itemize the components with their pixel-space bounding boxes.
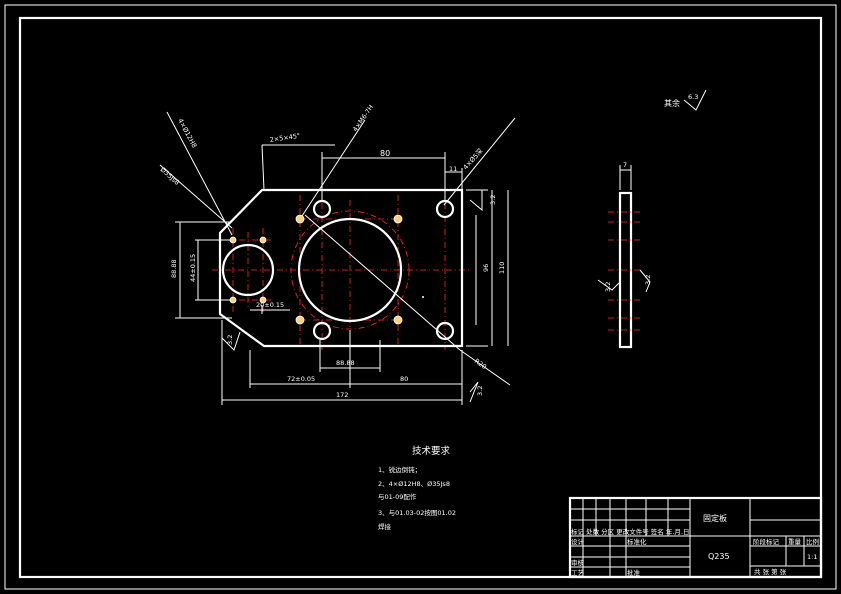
tech-req-line-4: 3、与01.03-02按图01.02 bbox=[378, 508, 456, 517]
dim-overall-width: 172 bbox=[336, 391, 348, 399]
plate-side-view bbox=[597, 165, 651, 349]
title-row4: 工艺 bbox=[571, 569, 585, 577]
note-left-hole: Ø35Js8 bbox=[159, 166, 181, 187]
title-row2-mid: 标准化 bbox=[627, 537, 647, 546]
note-hole-diag: 4×Ø12H8 bbox=[176, 117, 198, 149]
dim-chamfer: 2×5×45° bbox=[269, 132, 301, 144]
dim-mid-small: 20±0.15 bbox=[256, 301, 284, 309]
title-row2: 设计 bbox=[571, 537, 585, 546]
dim-bottom-left: 72±0.05 bbox=[287, 375, 315, 383]
dim-bottom-right: 80 bbox=[400, 375, 408, 383]
tech-req-line-1: 1、锐边倒钝； bbox=[378, 465, 421, 474]
sheet-border-outer bbox=[4, 4, 837, 590]
tech-req-line-3: 与01-09配作 bbox=[378, 492, 417, 501]
weight-label: 重量 bbox=[788, 538, 802, 546]
plate-front-view bbox=[159, 89, 707, 405]
roughness-rest-label: 其余 bbox=[664, 98, 680, 108]
part-name: 固定板 bbox=[703, 513, 727, 523]
stage-label: 阶段标记 bbox=[753, 537, 780, 546]
side-roughness-right: 3.2 bbox=[644, 275, 652, 285]
dim-side-top: 7 bbox=[623, 161, 627, 169]
dim-top-span: 80 bbox=[380, 149, 390, 158]
material: Q235 bbox=[708, 552, 730, 561]
tech-req-line-2: 2、4×Ø12H8、Ø35Js8 bbox=[378, 480, 450, 488]
note-hole-top: 4×M6-7H bbox=[351, 103, 375, 133]
title-block bbox=[568, 496, 823, 579]
scale-value: 1:1 bbox=[807, 553, 817, 561]
roughness-rest-value: 6.3 bbox=[688, 93, 698, 101]
dim-left-inner: 44±0.15 bbox=[189, 254, 197, 282]
dim-right-outer: 110 bbox=[498, 262, 506, 274]
roughness-bottom: 3.2 bbox=[476, 386, 484, 396]
roughness-left: 3.2 bbox=[226, 335, 234, 345]
dim-left-outer: 88.88 bbox=[170, 259, 178, 278]
side-roughness-left: 3.2 bbox=[604, 282, 612, 292]
tech-req-line-5: 焊接 bbox=[378, 522, 392, 531]
sheet-label: 共 张 第 张 bbox=[754, 567, 787, 576]
dim-top-right: 11 bbox=[449, 165, 457, 173]
dim-right-inner: 96 bbox=[482, 264, 490, 272]
sheet-border-inner bbox=[18, 16, 823, 579]
scale-label: 比例 bbox=[806, 537, 819, 546]
dim-center-bottom: 88.88 bbox=[336, 359, 355, 367]
tech-req-title: 技术要求 bbox=[412, 445, 451, 457]
title-row1: 标记 处数 分区 更改文件号 签名 年.月.日 bbox=[571, 527, 689, 536]
title-row3: 审核 bbox=[571, 558, 585, 567]
dim-right-top: 3.2 bbox=[489, 195, 497, 205]
title-row4-mid: 批准 bbox=[627, 568, 641, 577]
dim-radius-br: R20 bbox=[473, 357, 488, 371]
